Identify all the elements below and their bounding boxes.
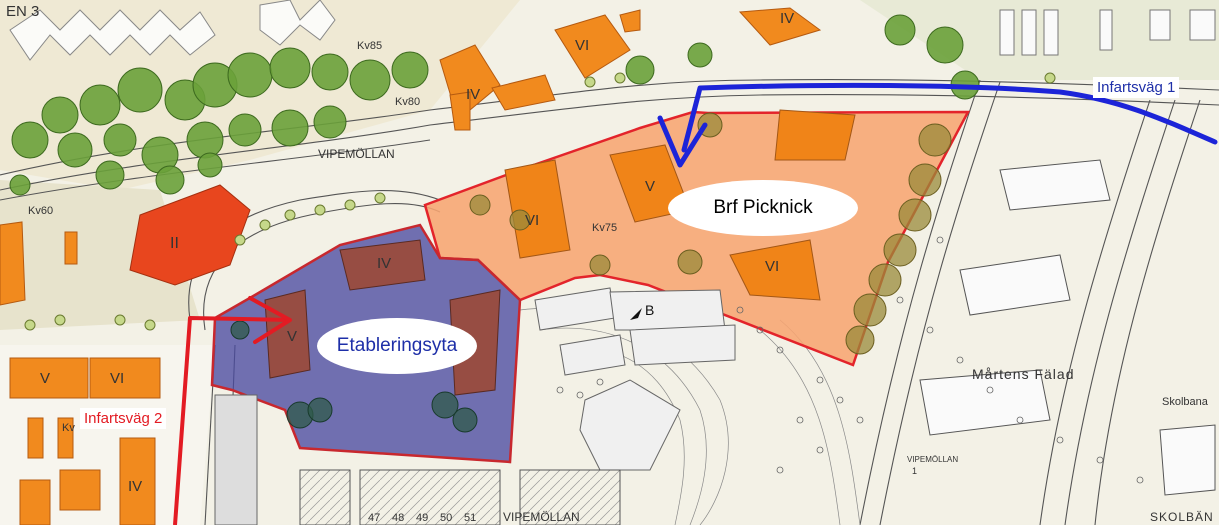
etableringsyta-buildings: [264, 239, 501, 396]
floor-v-etab: V: [287, 328, 298, 345]
street-top-left-label: EN 3: [6, 3, 40, 20]
parking-number: 48: [392, 512, 405, 524]
vipemollan-small-label: VIPEMÖLLAN: [907, 455, 959, 464]
kv-partial-label: Kv: [62, 422, 75, 434]
parking-number: 50: [440, 512, 453, 524]
brf-picknick-label: Brf Picknick: [668, 180, 858, 236]
top-left-row-houses: [9, 0, 336, 61]
floor-ii-left: II: [170, 235, 179, 252]
skolbana-label: Skolbana: [1162, 396, 1208, 408]
vipemollan-bottom-label: VIPEMÖLLAN: [503, 510, 580, 524]
skolbana-bottom-label: SKOLBÄN: [1150, 510, 1214, 524]
marker-b-label: B: [645, 302, 655, 318]
floor-iv-top-right: IV: [780, 10, 795, 27]
kv80-label: Kv80: [395, 96, 421, 108]
infartsvag-1-label: Infartsväg 1: [1093, 77, 1180, 98]
infartsvag-2-arrowhead: [248, 296, 292, 344]
parking-area: [299, 469, 621, 525]
floor-v-kv75: V: [645, 178, 656, 195]
grey-buildings: [214, 287, 736, 525]
parking-number: 51: [464, 512, 477, 524]
floor-vi-right: VI: [765, 258, 780, 275]
marker-b-arrow: [630, 308, 642, 320]
floor-iv-kv80: IV: [466, 86, 481, 103]
top-right-buildings: [999, 9, 1216, 56]
orange-buildings: [0, 7, 822, 525]
plot-1-label: 1: [912, 466, 918, 476]
etableringsyta-label: Etableringsyta: [317, 318, 477, 374]
kv60-label: Kv60: [28, 205, 54, 217]
parking-number: 49: [416, 512, 429, 524]
vipemollan-top-label: VIPEMÖLLAN: [318, 147, 395, 161]
floor-iv-left-bottom: IV: [128, 478, 143, 495]
infartsvag-1-arrowhead: [657, 115, 708, 168]
trees: [9, 14, 980, 196]
infartsvag-1-arrow: [681, 82, 1218, 153]
floor-iv-etab: IV: [377, 255, 392, 272]
floor-v-left-bottom: V: [40, 370, 51, 387]
red-building-ii: [129, 184, 251, 286]
kv85-label: Kv85: [357, 40, 383, 52]
martens-falad-buildings: [919, 159, 1216, 496]
planting-dots: [556, 236, 1144, 484]
brf-picknick-text: Brf Picknick: [713, 197, 813, 218]
green-corner-top-right: [860, 0, 1219, 80]
picknick-trees: [469, 112, 952, 355]
infartsvag-2-label: Infartsväg 2: [80, 408, 167, 429]
floor-vi-top: VI: [575, 37, 590, 54]
floor-vi-left-bottom: VI: [110, 370, 125, 387]
martens-falad-label: Mårtens Fälad: [972, 366, 1075, 382]
street-trees: [24, 72, 1126, 331]
etableringsyta-text: Etableringsyta: [336, 335, 458, 356]
floor-vi-kv75: VI: [525, 212, 540, 229]
infartsvag-2-arrow: [173, 316, 291, 525]
kv75-label: Kv75: [592, 222, 618, 234]
parking-number: 47: [368, 512, 381, 524]
